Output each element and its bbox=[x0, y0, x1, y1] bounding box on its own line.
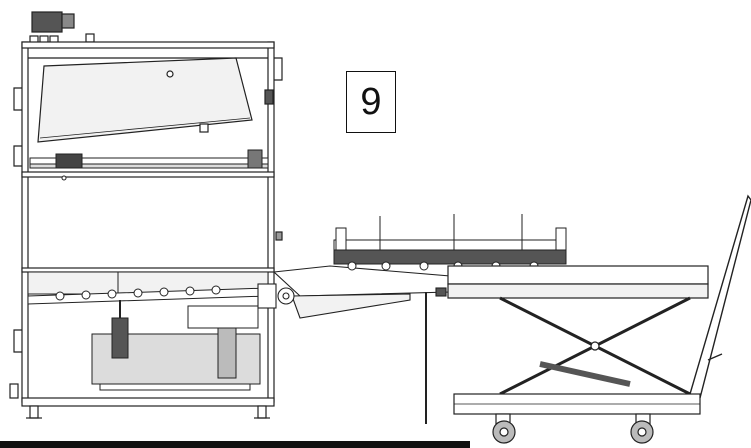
transfer-arm bbox=[257, 265, 451, 424]
drive-unit bbox=[91, 300, 261, 391]
handle-bar bbox=[689, 194, 751, 399]
machine-frame bbox=[9, 11, 283, 419]
rail-track bbox=[29, 149, 269, 181]
lower-conveyor bbox=[27, 271, 269, 305]
tray-carriage bbox=[333, 214, 567, 271]
caster-wheels bbox=[492, 413, 654, 444]
bottom-rule bbox=[0, 441, 470, 448]
lift-table bbox=[447, 265, 709, 415]
step-number-label: 9 bbox=[360, 81, 382, 123]
hood-panel bbox=[37, 57, 253, 143]
step-number-box: 9 bbox=[346, 71, 396, 133]
